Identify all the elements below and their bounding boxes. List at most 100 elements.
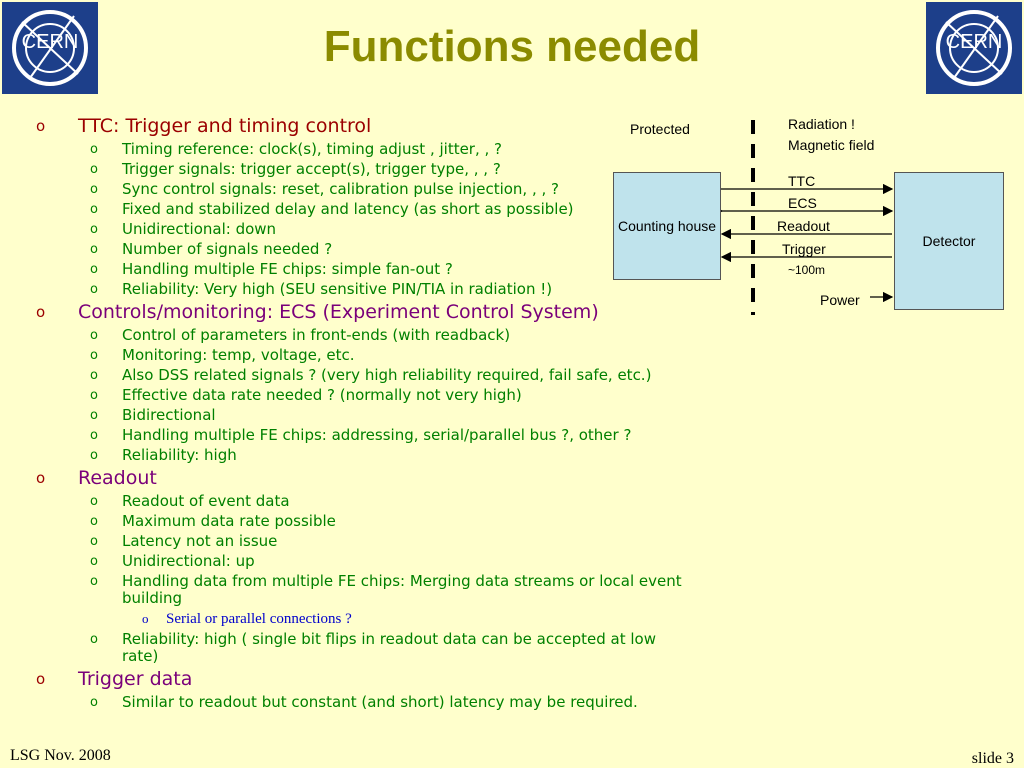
list-item-text: Unidirectional: down <box>122 220 277 238</box>
protected-label: Protected <box>630 121 690 137</box>
list-item-text: Unidirectional: up <box>122 552 255 570</box>
sub-list-item-text: Serial or parallel connections ? <box>166 611 352 627</box>
list-item: o Unidirectional: down <box>36 221 682 238</box>
bullet-icon: o <box>90 182 98 197</box>
list-item: o Reliability: high ( single bit flips in… <box>36 631 682 665</box>
logo-text-left: CERN <box>22 31 79 53</box>
list-item-text: Handling multiple FE chips: simple fan-o… <box>122 260 453 278</box>
bullet-icon: o <box>90 262 98 277</box>
bullet-icon: o <box>90 202 98 217</box>
sub-list-item: o Serial or parallel connections ? <box>36 610 716 628</box>
power-label: Power <box>820 292 860 308</box>
list-item: o Trigger signals: trigger accept(s), tri… <box>36 161 682 178</box>
list-item: o Also DSS related signals ? (very high r… <box>36 367 682 384</box>
list-item: o Number of signals needed ? <box>36 241 682 258</box>
list-item: o Sync control signals: reset, calibratio… <box>36 181 682 198</box>
bullet-icon: o <box>90 282 98 297</box>
section-heading: Readout <box>78 467 157 489</box>
bullet-icon: o <box>90 448 98 463</box>
list-item: o Reliability: high <box>36 447 682 464</box>
bullet-icon: o <box>36 469 46 487</box>
list-item-text: Reliability: high ( single bit flips in … <box>122 630 656 665</box>
list-item: o Handling multiple FE chips: addressing,… <box>36 427 682 444</box>
list-item-text: Number of signals needed ? <box>122 240 333 258</box>
list-item-text: Also DSS related signals ? (very high re… <box>122 366 652 384</box>
list-item: o Latency not an issue <box>36 533 682 550</box>
list-item: o Timing reference: clock(s), timing adju… <box>36 141 682 158</box>
section-ttc: o TTC: Trigger and timing control <box>36 114 716 138</box>
counting-house-label: Counting house <box>617 218 717 234</box>
bullet-icon: o <box>90 554 98 569</box>
slide-number: slide 3 <box>971 750 1014 767</box>
distance-label: ~100m <box>788 263 826 277</box>
bullet-icon: o <box>36 117 46 135</box>
magnetic-field-label: Magnetic field <box>788 137 875 153</box>
list-item: o Readout of event data <box>36 493 682 510</box>
bullet-icon: o <box>90 368 98 383</box>
cern-logo-right: CERN <box>926 2 1022 94</box>
list-item: o Similar to readout but constant (and sh… <box>36 694 682 711</box>
bullet-icon: o <box>90 328 98 343</box>
list-item: o Reliability: Very high (SEU sensitive P… <box>36 281 682 298</box>
section-readout: o Readout <box>36 466 716 490</box>
ecs-signal-label: ECS <box>788 195 817 211</box>
list-item-text: Bidirectional <box>122 406 216 424</box>
list-item: o Effective data rate needed ? (normally … <box>36 387 682 404</box>
section-heading: Trigger data <box>78 668 193 690</box>
list-item-text: Readout of event data <box>122 492 290 510</box>
bullet-icon: o <box>90 162 98 177</box>
section-ecs: o Controls/monitoring: ECS (Experiment Co… <box>36 300 716 324</box>
list-item-text: Handling data from multiple FE chips: Me… <box>122 572 682 607</box>
trigger-signal-label: Trigger <box>782 241 826 257</box>
list-item: o Handling multiple FE chips: simple fan-… <box>36 261 682 278</box>
bullet-icon: o <box>142 611 149 626</box>
list-item-text: Effective data rate needed ? (normally n… <box>122 386 522 404</box>
bullet-icon: o <box>36 670 46 688</box>
bullet-icon: o <box>36 303 46 321</box>
list-item-text: Monitoring: temp, voltage, etc. <box>122 346 355 364</box>
list-item-text: Handling multiple FE chips: addressing, … <box>122 426 632 444</box>
list-item-text: Maximum data rate possible <box>122 512 336 530</box>
list-item-text: Reliability: high <box>122 446 237 464</box>
list-item-text: Timing reference: clock(s), timing adjus… <box>122 140 503 158</box>
list-item-text: Trigger signals: trigger accept(s), trig… <box>122 160 501 178</box>
ttc-signal-label: TTC <box>788 173 816 189</box>
list-item: o Monitoring: temp, voltage, etc. <box>36 347 682 364</box>
radiation-label: Radiation ! <box>788 116 855 132</box>
bullet-icon: o <box>90 534 98 549</box>
section-heading: TTC: Trigger and timing control <box>78 115 372 137</box>
bullet-icon: o <box>90 222 98 237</box>
section-heading: Controls/monitoring: ECS (Experiment Con… <box>78 301 599 323</box>
section-trigger-data: o Trigger data <box>36 667 716 691</box>
bullet-icon: o <box>90 388 98 403</box>
bullet-icon: o <box>90 695 98 710</box>
bullet-icon: o <box>90 632 98 647</box>
bullet-icon: o <box>90 494 98 509</box>
bullet-icon: o <box>90 242 98 257</box>
list-item-text: Reliability: Very high (SEU sensitive PI… <box>122 280 553 298</box>
list-item: o Handling data from multiple FE chips: M… <box>36 573 682 607</box>
bullet-icon: o <box>90 574 98 589</box>
list-item: o Control of parameters in front-ends (wi… <box>36 327 682 344</box>
counting-house-box: Counting house <box>613 172 721 280</box>
cern-logo-left: CERN <box>2 2 98 94</box>
list-item-text: Latency not an issue <box>122 532 278 550</box>
logo-text-right: CERN <box>946 31 1003 53</box>
readout-signal-label: Readout <box>777 218 830 234</box>
detector-box: Detector <box>894 172 1004 310</box>
list-item-text: Fixed and stabilized delay and latency (… <box>122 200 574 218</box>
bullet-icon: o <box>90 348 98 363</box>
list-item-text: Sync control signals: reset, calibration… <box>122 180 559 198</box>
bullet-icon: o <box>90 142 98 157</box>
list-item: o Unidirectional: up <box>36 553 682 570</box>
list-item-text: Similar to readout but constant (and sho… <box>122 693 638 711</box>
list-item-text: Control of parameters in front-ends (wit… <box>122 326 511 344</box>
footer-date: LSG Nov. 2008 <box>10 747 111 764</box>
detector-label: Detector <box>922 233 976 249</box>
bullet-icon: o <box>90 428 98 443</box>
slide-title: Functions needed <box>323 22 701 71</box>
system-diagram <box>712 120 894 315</box>
